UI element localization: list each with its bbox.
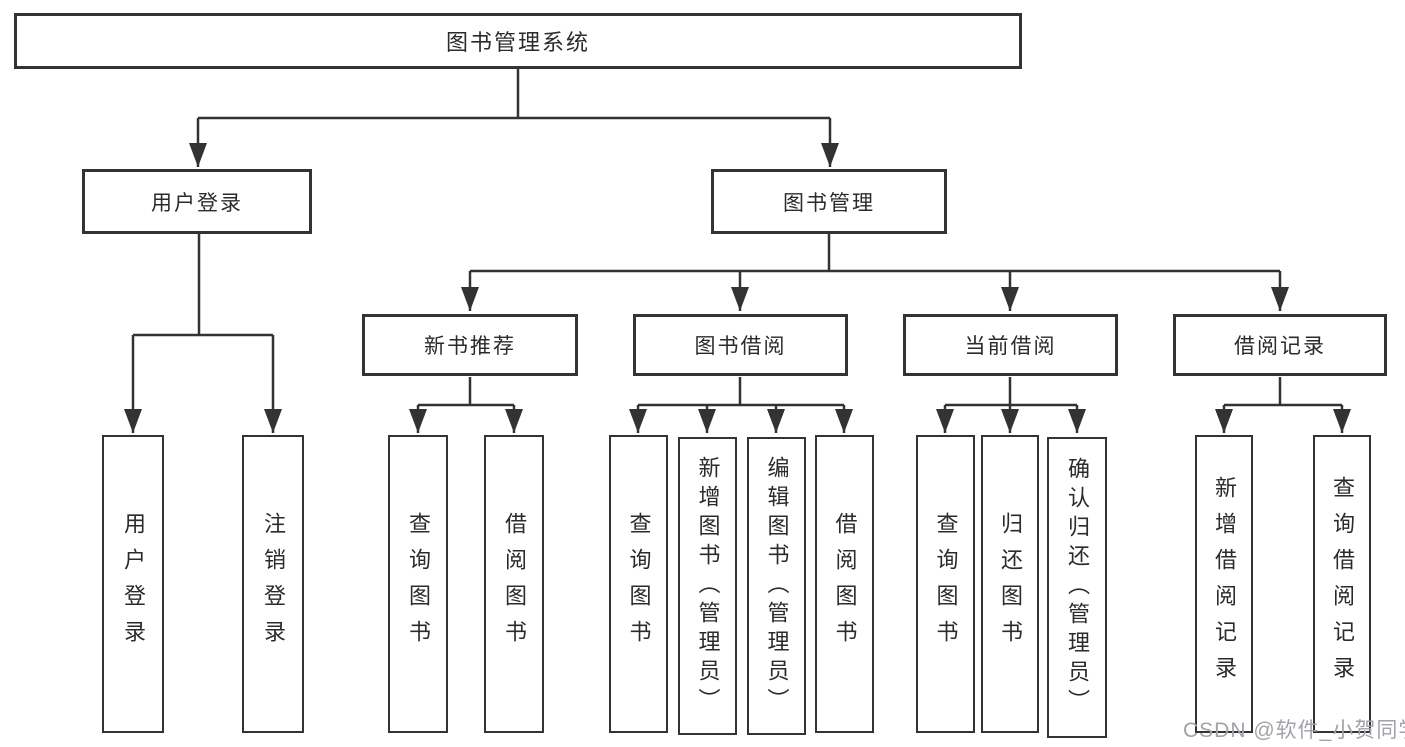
csdn-watermark: CSDN @软件_小贺同学 (1183, 719, 1405, 742)
leaf-current-confirm-return-admin: 确认归还（管理员） (1047, 437, 1107, 738)
leaf-current-query-books: 查询图书 (916, 435, 975, 733)
node-root: 图书管理系统 (14, 13, 1022, 69)
leaf-borrow-edit-books-admin: 编辑图书（管理员） (747, 437, 806, 735)
leaf-borrow-borrow-books-label: 借阅图书 (832, 512, 858, 656)
leaf-borrow-add-books-admin: 新增图书（管理员） (678, 437, 737, 735)
leaf-logout: 注销登录 (242, 435, 304, 733)
leaf-recommend-query-books-label: 查询图书 (406, 512, 431, 656)
leaf-current-confirm-return-admin-label: 确认归还（管理员） (1065, 457, 1090, 718)
connector-recommend-split (418, 377, 514, 407)
node-book-management: 图书管理 (711, 169, 947, 234)
leaf-recommend-borrow-books: 借阅图书 (484, 435, 544, 733)
leaf-records-add-record-label: 新增借阅记录 (1212, 476, 1237, 692)
leaf-borrow-borrow-books: 借阅图书 (815, 435, 874, 733)
node-book-borrow: 图书借阅 (633, 314, 848, 376)
leaf-borrow-add-books-admin-label: 新增图书（管理员） (695, 455, 721, 717)
leaf-current-return-books: 归还图书 (981, 435, 1039, 733)
leaf-recommend-borrow-books-label: 借阅图书 (502, 512, 527, 656)
connector-management-split (470, 234, 1280, 273)
leaf-current-query-books-label: 查询图书 (933, 512, 959, 656)
node-borrow-records: 借阅记录 (1173, 314, 1387, 376)
leaf-logout-label: 注销登录 (261, 512, 286, 656)
connector-root-split (198, 69, 830, 120)
leaf-user-login: 用户登录 (102, 435, 164, 733)
leaf-recommend-query-books: 查询图书 (388, 435, 448, 733)
connector-current-split (945, 377, 1077, 407)
node-user-login: 用户登录 (82, 169, 312, 234)
leaf-borrow-query-books: 查询图书 (609, 435, 668, 733)
node-current-borrow: 当前借阅 (903, 314, 1118, 376)
leaf-user-login-label: 用户登录 (121, 512, 146, 656)
node-new-book-recommend: 新书推荐 (362, 314, 578, 376)
leaf-records-query-record: 查询借阅记录 (1313, 435, 1371, 733)
connector-records-split (1224, 377, 1342, 407)
leaf-borrow-query-books-label: 查询图书 (626, 512, 652, 656)
leaf-current-return-books-label: 归还图书 (998, 512, 1023, 656)
connector-borrow-split (638, 377, 844, 407)
connector-login-split (133, 234, 273, 337)
leaf-records-query-record-label: 查询借阅记录 (1330, 476, 1355, 692)
leaf-borrow-edit-books-admin-label: 编辑图书（管理员） (764, 455, 790, 717)
leaf-records-add-record: 新增借阅记录 (1195, 435, 1253, 733)
